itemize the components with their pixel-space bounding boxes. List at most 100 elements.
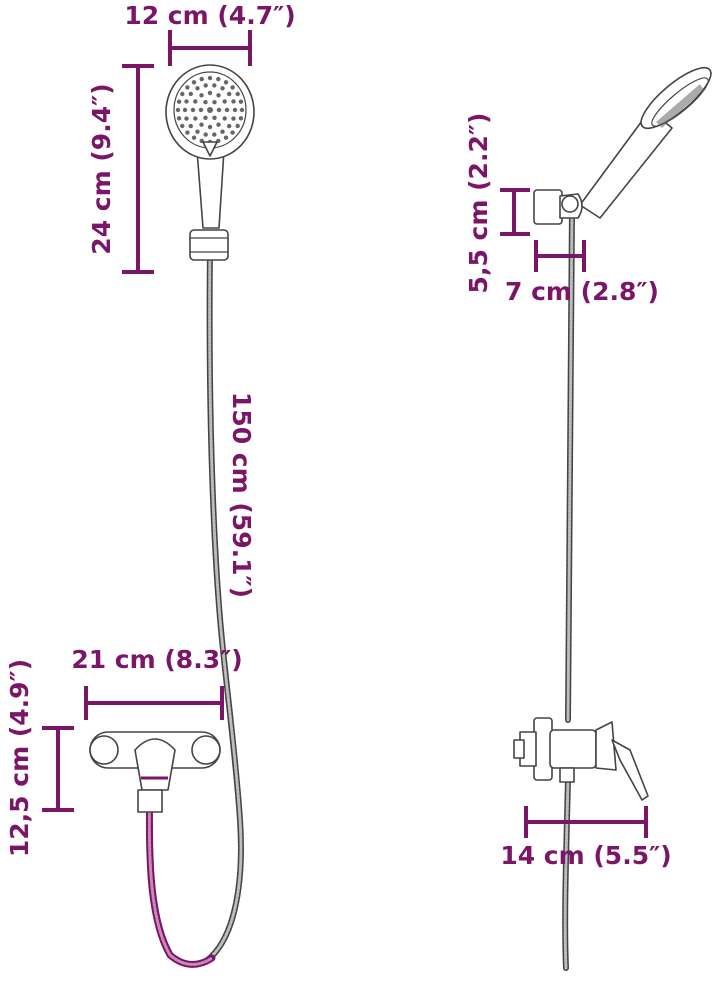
nozzle-dot bbox=[199, 93, 204, 98]
nozzle-dot bbox=[212, 83, 217, 88]
nozzle-dot bbox=[238, 99, 244, 104]
nozzle-dot bbox=[180, 91, 185, 97]
nozzle-dot bbox=[207, 124, 213, 130]
hose-right-texture bbox=[566, 208, 574, 722]
nozzle-dot bbox=[180, 123, 185, 129]
nozzle-dot bbox=[212, 115, 217, 121]
nozzle-dot bbox=[227, 123, 232, 129]
head-width-label: 12 cm (4.7″) bbox=[124, 1, 295, 30]
hose-highlight-texture bbox=[147, 778, 214, 966]
shower-head-handle bbox=[196, 149, 225, 229]
mixer-side-cartridge bbox=[595, 721, 617, 771]
dim-mixer-height bbox=[42, 726, 74, 812]
pipe-nut bbox=[513, 739, 525, 759]
nozzle-dot bbox=[216, 122, 221, 127]
nozzle-dot bbox=[222, 116, 227, 121]
mixer-depth-label: 14 cm (5.5″) bbox=[500, 841, 671, 870]
nozzle-dot bbox=[191, 135, 197, 140]
nozzle-dot bbox=[203, 100, 208, 105]
dim-mixer-width bbox=[84, 686, 224, 720]
mixer-lever bbox=[134, 738, 176, 791]
bracket-height-label: 5,5 cm (2.2″) bbox=[464, 113, 493, 294]
nozzle-dot bbox=[207, 107, 213, 113]
nozzle-dot bbox=[223, 80, 229, 85]
dim-bracket-height bbox=[500, 188, 530, 236]
nozzle-dot bbox=[191, 80, 197, 85]
nozzle-dot bbox=[238, 116, 244, 121]
dim-head-width bbox=[168, 30, 252, 66]
wall-bracket-side bbox=[533, 189, 583, 225]
nozzle-dot bbox=[199, 122, 204, 127]
nozzle-dot bbox=[212, 132, 217, 137]
wall-holder-front bbox=[189, 229, 229, 261]
nozzle-dot bbox=[207, 90, 213, 96]
nozzle-dot bbox=[203, 83, 208, 88]
nozzle-dot bbox=[231, 116, 236, 121]
nozzle-dot bbox=[185, 130, 190, 135]
shower-head-side-face bbox=[640, 66, 712, 130]
nozzle-dot bbox=[235, 123, 240, 129]
nozzle-dot bbox=[220, 86, 225, 91]
hose-length-label: 150 cm (59.1″) bbox=[227, 392, 256, 598]
nozzle-dot bbox=[203, 132, 208, 137]
shower-head-nozzles bbox=[175, 75, 245, 145]
shower-head-selector bbox=[202, 141, 218, 157]
hose-right-lower-texture bbox=[563, 778, 570, 970]
shower-head-side-nozzles bbox=[656, 84, 704, 128]
hose-grey-left-texture bbox=[203, 246, 243, 964]
dim-bracket-width bbox=[534, 240, 586, 272]
nozzle-dot bbox=[224, 107, 230, 113]
mixer-height-label: 12,5 cm (4.9″) bbox=[5, 659, 34, 857]
bracket-pivot bbox=[561, 195, 579, 213]
nozzle-dot bbox=[176, 116, 182, 121]
nozzle-dot bbox=[195, 86, 200, 91]
nozzle-dot bbox=[207, 75, 213, 81]
nozzle-dot bbox=[184, 99, 189, 104]
mixer-side-body bbox=[549, 729, 597, 769]
holder-body bbox=[189, 229, 229, 261]
nozzle-dot bbox=[216, 93, 221, 98]
mixer-side-outlet bbox=[559, 767, 575, 783]
nozzle-dot bbox=[184, 116, 189, 121]
nozzle-dot bbox=[198, 107, 204, 113]
nozzle-dot bbox=[230, 130, 235, 135]
nozzle-dot bbox=[175, 107, 181, 113]
nozzle-dot bbox=[220, 129, 225, 134]
dim-head-length bbox=[122, 64, 154, 274]
nozzle-dot bbox=[195, 129, 200, 134]
mixer-side-lever bbox=[611, 739, 649, 801]
nozzle-dot bbox=[199, 76, 204, 82]
nozzle-dot bbox=[223, 135, 229, 140]
nozzle-dot bbox=[182, 107, 188, 113]
nozzle-dot bbox=[239, 107, 245, 113]
mixer-side bbox=[513, 717, 649, 801]
nozzle-dot bbox=[222, 99, 227, 104]
nozzle-dot bbox=[212, 100, 217, 105]
nozzle-dot bbox=[188, 91, 193, 97]
shower-head-front bbox=[165, 64, 255, 229]
shower-head-side-handle bbox=[579, 109, 673, 219]
nozzle-dot bbox=[203, 115, 208, 121]
nozzle-dot bbox=[193, 99, 198, 104]
head-length-label: 24 cm (9.4″) bbox=[87, 83, 116, 254]
mixer-outlet bbox=[137, 789, 163, 813]
nozzle-dot bbox=[185, 85, 190, 90]
mixer-right-cap bbox=[191, 735, 221, 765]
dim-mixer-depth bbox=[524, 806, 648, 838]
nozzle-dot bbox=[230, 85, 235, 90]
nozzle-dot bbox=[235, 91, 240, 97]
right-side-view: 5,5 cm (2.2″) 7 cm (2.8″) 14 cm (5.5″) bbox=[464, 66, 712, 971]
left-front-view: 12 cm (4.7″) 24 cm (9.4″) 150 cm (59.1″)… bbox=[5, 1, 296, 968]
nozzle-dot bbox=[227, 91, 232, 97]
nozzle-dot bbox=[232, 107, 238, 113]
nozzle-dot bbox=[193, 116, 198, 121]
nozzle-dot bbox=[216, 107, 222, 113]
shower-head-side bbox=[579, 66, 712, 219]
mixer-width-label: 21 cm (8.3″) bbox=[71, 645, 242, 674]
mixer-front bbox=[89, 731, 221, 813]
bracket-width-label: 7 cm (2.8″) bbox=[505, 277, 659, 306]
nozzle-dot bbox=[216, 76, 221, 82]
nozzle-dot bbox=[231, 99, 236, 104]
nozzle-dot bbox=[188, 123, 193, 129]
